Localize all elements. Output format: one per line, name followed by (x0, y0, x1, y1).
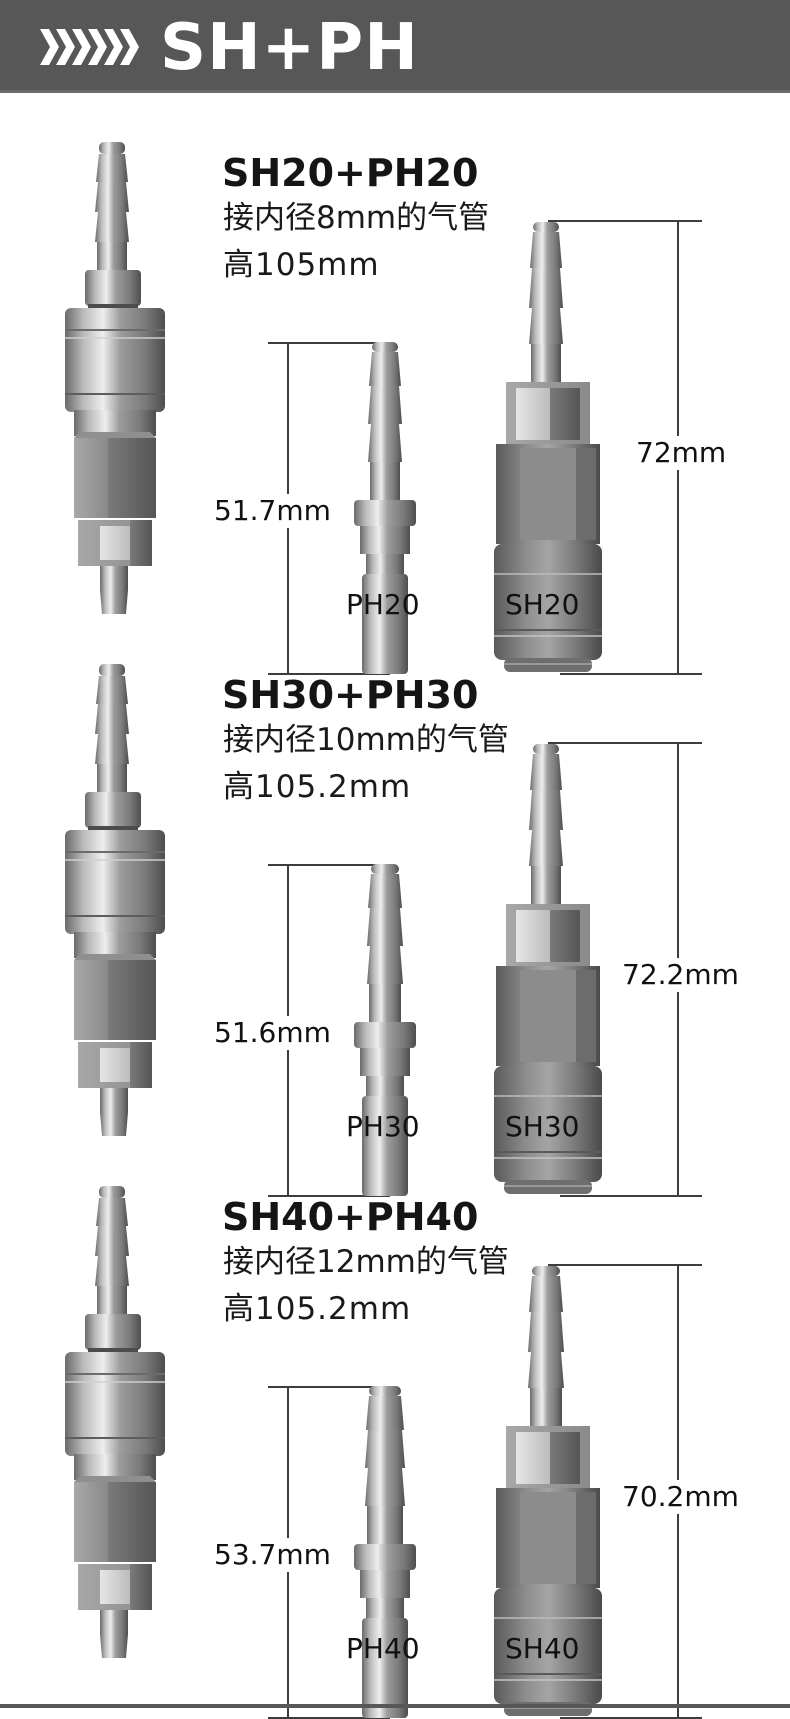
product-section: SH30+PH30 接内径10mm的气管 高105.2mm 51.6mm PH3… (0, 632, 790, 1197)
hose-size-text: 接内径10mm的气管 (223, 722, 509, 758)
ph-dimension-label: 53.7mm (214, 1538, 331, 1572)
sh-dim-top-line (548, 1264, 702, 1266)
sh-socket-image (494, 744, 602, 1194)
assembled-coupler-image (65, 142, 165, 614)
total-height-text: 高105mm (223, 247, 380, 283)
sh-part-label: SH40 (505, 1632, 580, 1665)
chevron-arrows-icon (40, 29, 139, 65)
sh-socket-image (494, 222, 602, 672)
ph-dim-bottom-line (268, 673, 390, 675)
ph-part-label: PH20 (346, 588, 420, 621)
assembled-coupler-image (65, 1186, 165, 1658)
ph-plug-image (354, 342, 416, 674)
section-title: SH30+PH30 (222, 673, 479, 717)
sh-dim-bottom-line (560, 673, 702, 675)
ph-dim-top-line (268, 1386, 390, 1388)
ph-part-label: PH40 (346, 1632, 420, 1665)
sh-part-label: SH30 (505, 1110, 580, 1143)
ph-dimension-label: 51.6mm (214, 1016, 331, 1050)
section-title: SH40+PH40 (222, 1195, 479, 1239)
sh-dimension-label: 72mm (636, 436, 727, 470)
section-title: SH20+PH20 (222, 151, 479, 195)
sh-dimension-label: 70.2mm (622, 1480, 739, 1514)
page-title: SH+PH (160, 11, 419, 85)
total-height-text: 高105.2mm (223, 1291, 412, 1327)
ph-part-label: PH30 (346, 1110, 420, 1143)
total-height-text: 高105.2mm (223, 769, 412, 805)
sh-dim-bottom-line (560, 1195, 702, 1197)
ph-plug-image (354, 1386, 416, 1718)
sh-dim-top-line (548, 220, 702, 222)
ph-dim-top-line (268, 864, 390, 866)
bottom-divider (0, 1704, 790, 1708)
ph-plug-image (354, 864, 416, 1196)
header-banner: SH+PH (0, 0, 790, 93)
sh-dimension-label: 72.2mm (622, 958, 739, 992)
product-section: SH40+PH40 接内径12mm的气管 高105.2mm 53.7mm PH4… (0, 1154, 790, 1719)
sh-dim-top-line (548, 742, 702, 744)
ph-dim-bottom-line (268, 1195, 390, 1197)
hose-size-text: 接内径12mm的气管 (223, 1244, 509, 1280)
hose-size-text: 接内径8mm的气管 (223, 200, 490, 236)
ph-dim-top-line (268, 342, 390, 344)
product-section: SH20+PH20 接内径8mm的气管 高105mm 51.7mm PH20 7… (0, 110, 790, 675)
assembled-coupler-image (65, 664, 165, 1136)
ph-dimension-label: 51.7mm (214, 494, 331, 528)
sh-part-label: SH20 (505, 588, 580, 621)
